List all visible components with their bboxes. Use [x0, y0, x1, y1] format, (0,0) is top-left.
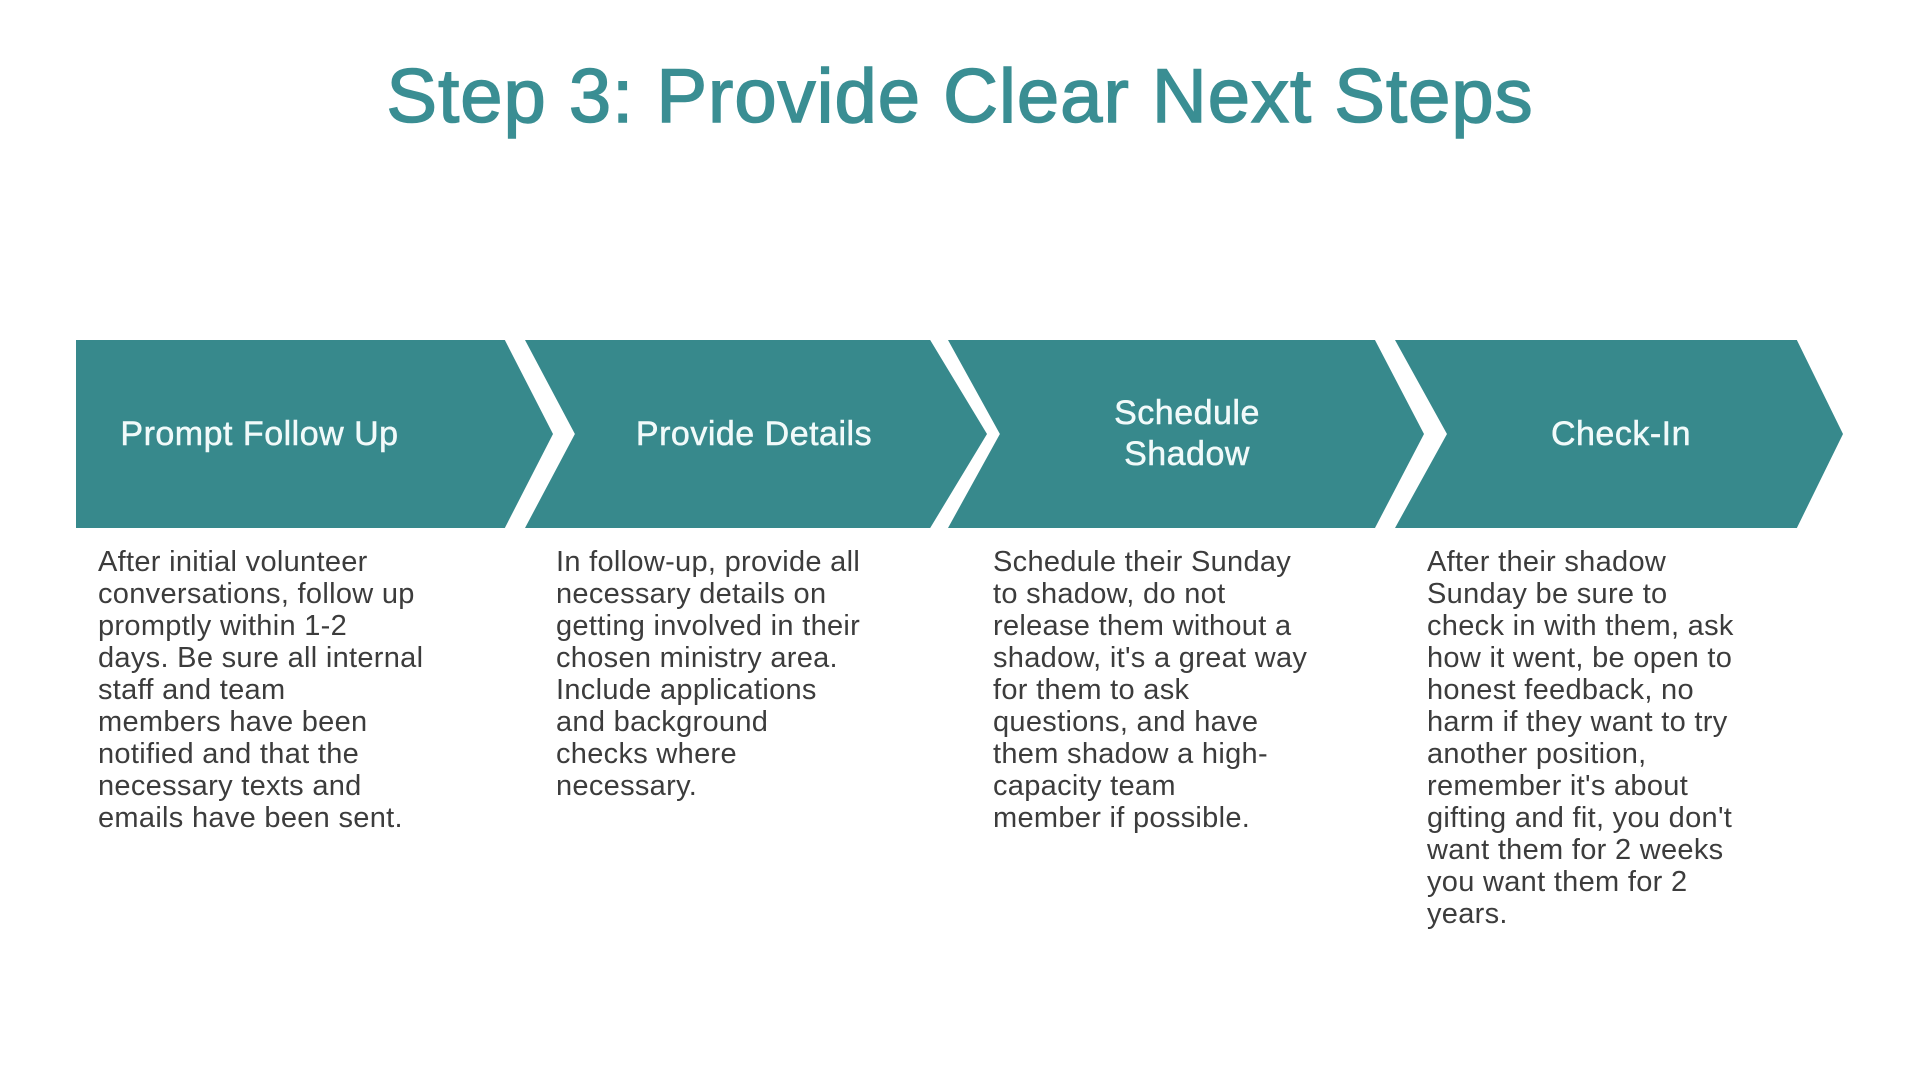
arrow-step-prompt-follow-up: Prompt Follow Up [76, 340, 553, 528]
step-description: Schedule their Sunday to shadow, do not … [993, 546, 1308, 834]
step-description: After initial volunteer conversations, f… [98, 546, 424, 834]
step-description: After their shadow Sunday be sure to che… [1427, 546, 1734, 930]
step-label: Check-In [1550, 414, 1692, 453]
process-flow: Prompt Follow Up Provide Details Schedul… [0, 340, 1920, 528]
step-label: Prompt Follow Up [120, 414, 399, 453]
arrow-step-schedule-shadow: Schedule Shadow [948, 340, 1424, 528]
arrow-step-check-in: Check-In [1395, 340, 1843, 528]
step-label: Provide Details [635, 414, 873, 453]
step-label: Schedule Shadow [1114, 394, 1260, 474]
arrow-step-provide-details: Provide Details [525, 340, 987, 528]
step-description: In follow-up, provide all necessary deta… [556, 546, 861, 802]
page-title: Step 3: Provide Clear Next Steps [386, 54, 1534, 139]
